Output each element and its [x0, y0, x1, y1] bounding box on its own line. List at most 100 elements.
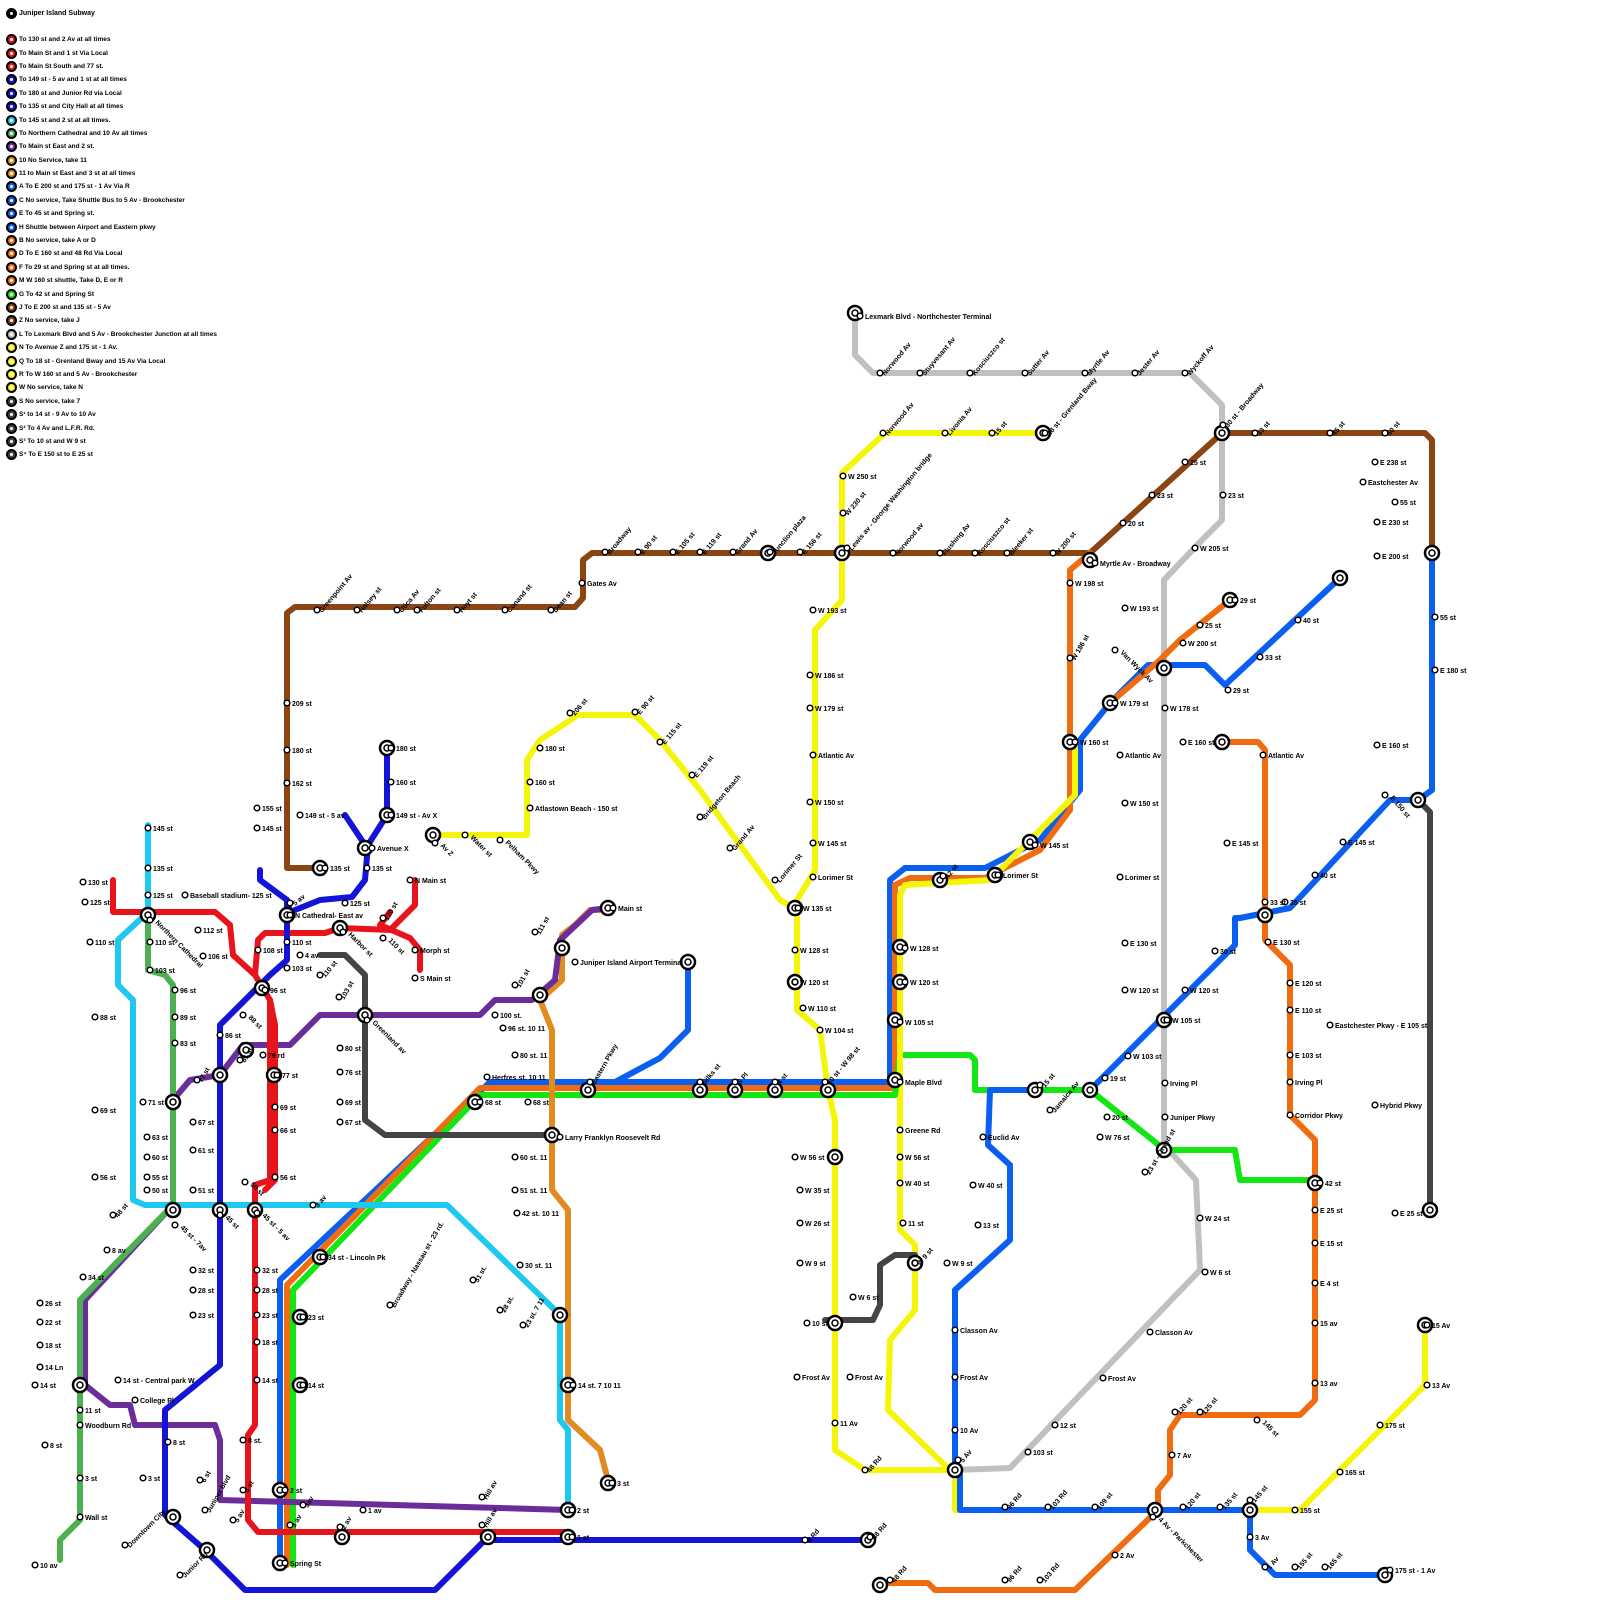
station-dot[interactable]	[1197, 1409, 1203, 1415]
station-dot[interactable]	[1265, 939, 1271, 945]
station-dot[interactable]	[412, 947, 418, 953]
station-dot[interactable]	[342, 900, 348, 906]
station-dot[interactable]	[897, 1180, 903, 1186]
station-dot[interactable]	[145, 892, 151, 898]
station-dot[interactable]	[32, 1382, 38, 1388]
station-dot[interactable]	[512, 982, 518, 988]
station-dot[interactable]	[190, 1119, 196, 1125]
station-dot[interactable]	[1317, 1180, 1323, 1186]
station-dot[interactable]	[1182, 370, 1188, 376]
station-dot[interactable]	[502, 607, 508, 613]
station-dot[interactable]	[657, 739, 663, 745]
station-dot[interactable]	[1192, 545, 1198, 551]
station-dot[interactable]	[364, 865, 370, 871]
station-dot[interactable]	[1327, 1022, 1333, 1028]
station-dot[interactable]	[172, 1014, 178, 1020]
station-dot[interactable]	[380, 935, 386, 941]
station-dot[interactable]	[952, 1327, 958, 1333]
station-dot[interactable]	[337, 1099, 343, 1105]
station-dot[interactable]	[144, 1134, 150, 1140]
station-dot[interactable]	[797, 1260, 803, 1266]
station-dot[interactable]	[569, 1507, 575, 1513]
station-dot[interactable]	[340, 929, 346, 935]
station-dot[interactable]	[1172, 1409, 1178, 1415]
station-dot[interactable]	[255, 947, 261, 953]
station-dot[interactable]	[572, 959, 578, 965]
station-dot[interactable]	[284, 780, 290, 786]
station-dot[interactable]	[1047, 1107, 1053, 1113]
station-dot[interactable]	[380, 915, 386, 921]
station-dot[interactable]	[190, 1147, 196, 1153]
station-dot[interactable]	[387, 1302, 393, 1308]
station-dot[interactable]	[412, 975, 418, 981]
station-dot[interactable]	[364, 1017, 370, 1023]
station-dot[interactable]	[514, 1210, 520, 1216]
station-dot[interactable]	[132, 1397, 138, 1403]
station-dot[interactable]	[1374, 742, 1380, 748]
station-dot[interactable]	[1247, 1534, 1253, 1540]
station-dot[interactable]	[272, 1174, 278, 1180]
station-dot[interactable]	[897, 1019, 903, 1025]
station-dot[interactable]	[369, 845, 375, 851]
station-dot[interactable]	[194, 1077, 200, 1083]
station-dot[interactable]	[254, 1312, 260, 1318]
station-dot[interactable]	[840, 473, 846, 479]
station-dot[interactable]	[1312, 1207, 1318, 1213]
station-dot[interactable]	[1372, 459, 1378, 465]
station-dot[interactable]	[1180, 739, 1186, 745]
station-dot[interactable]	[1312, 1240, 1318, 1246]
station-dot[interactable]	[320, 1254, 326, 1260]
station-dot[interactable]	[970, 1182, 976, 1188]
station-dot[interactable]	[1287, 1007, 1293, 1013]
station-dot[interactable]	[1025, 1449, 1031, 1455]
station-dot[interactable]	[1292, 1564, 1298, 1570]
station-dot[interactable]	[1112, 647, 1118, 653]
station-dot[interactable]	[995, 872, 1001, 878]
station-dot[interactable]	[1424, 1322, 1430, 1328]
station-dot[interactable]	[1254, 1417, 1260, 1423]
station-dot[interactable]	[1392, 499, 1398, 505]
station-dot[interactable]	[200, 953, 206, 959]
station-dot[interactable]	[394, 607, 400, 613]
station-dot[interactable]	[944, 1260, 950, 1266]
station-dot[interactable]	[1180, 640, 1186, 646]
station-dot[interactable]	[462, 832, 468, 838]
station-dot[interactable]	[802, 1537, 808, 1543]
station-dot[interactable]	[1312, 1380, 1318, 1386]
station-dot[interactable]	[1149, 492, 1155, 498]
station-dot[interactable]	[337, 1069, 343, 1075]
station-dot[interactable]	[500, 1025, 506, 1031]
station-dot[interactable]	[254, 1267, 260, 1273]
station-dot[interactable]	[92, 1107, 98, 1113]
station-dot[interactable]	[414, 607, 420, 613]
station-dot[interactable]	[587, 1079, 593, 1085]
station-dot[interactable]	[1112, 1552, 1118, 1558]
station-dot[interactable]	[1032, 842, 1038, 848]
station-dot[interactable]	[610, 905, 616, 911]
station-dot[interactable]	[795, 905, 801, 911]
station-dot[interactable]	[1100, 1375, 1106, 1381]
station-dot[interactable]	[1212, 948, 1218, 954]
station-dot[interactable]	[1067, 655, 1073, 661]
station-dot[interactable]	[1122, 800, 1128, 806]
station-dot[interactable]	[887, 1577, 893, 1583]
station-dot[interactable]	[254, 825, 260, 831]
station-dot[interactable]	[1340, 839, 1346, 845]
station-dot[interactable]	[195, 927, 201, 933]
station-dot[interactable]	[1169, 1452, 1175, 1458]
station-dot[interactable]	[82, 899, 88, 905]
station-dot[interactable]	[1002, 1504, 1008, 1510]
station-dot[interactable]	[190, 1287, 196, 1293]
station-dot[interactable]	[1162, 1080, 1168, 1086]
station-dot[interactable]	[844, 545, 850, 551]
station-dot[interactable]	[532, 929, 538, 935]
station-dot[interactable]	[197, 1477, 203, 1483]
station-dot[interactable]	[1182, 459, 1188, 465]
station-dot[interactable]	[807, 705, 813, 711]
station-dot[interactable]	[1377, 1422, 1383, 1428]
station-dot[interactable]	[254, 805, 260, 811]
station-dot[interactable]	[902, 979, 908, 985]
station-dot[interactable]	[792, 1154, 798, 1160]
station-dot[interactable]	[772, 1079, 778, 1085]
station-dot[interactable]	[182, 892, 188, 898]
